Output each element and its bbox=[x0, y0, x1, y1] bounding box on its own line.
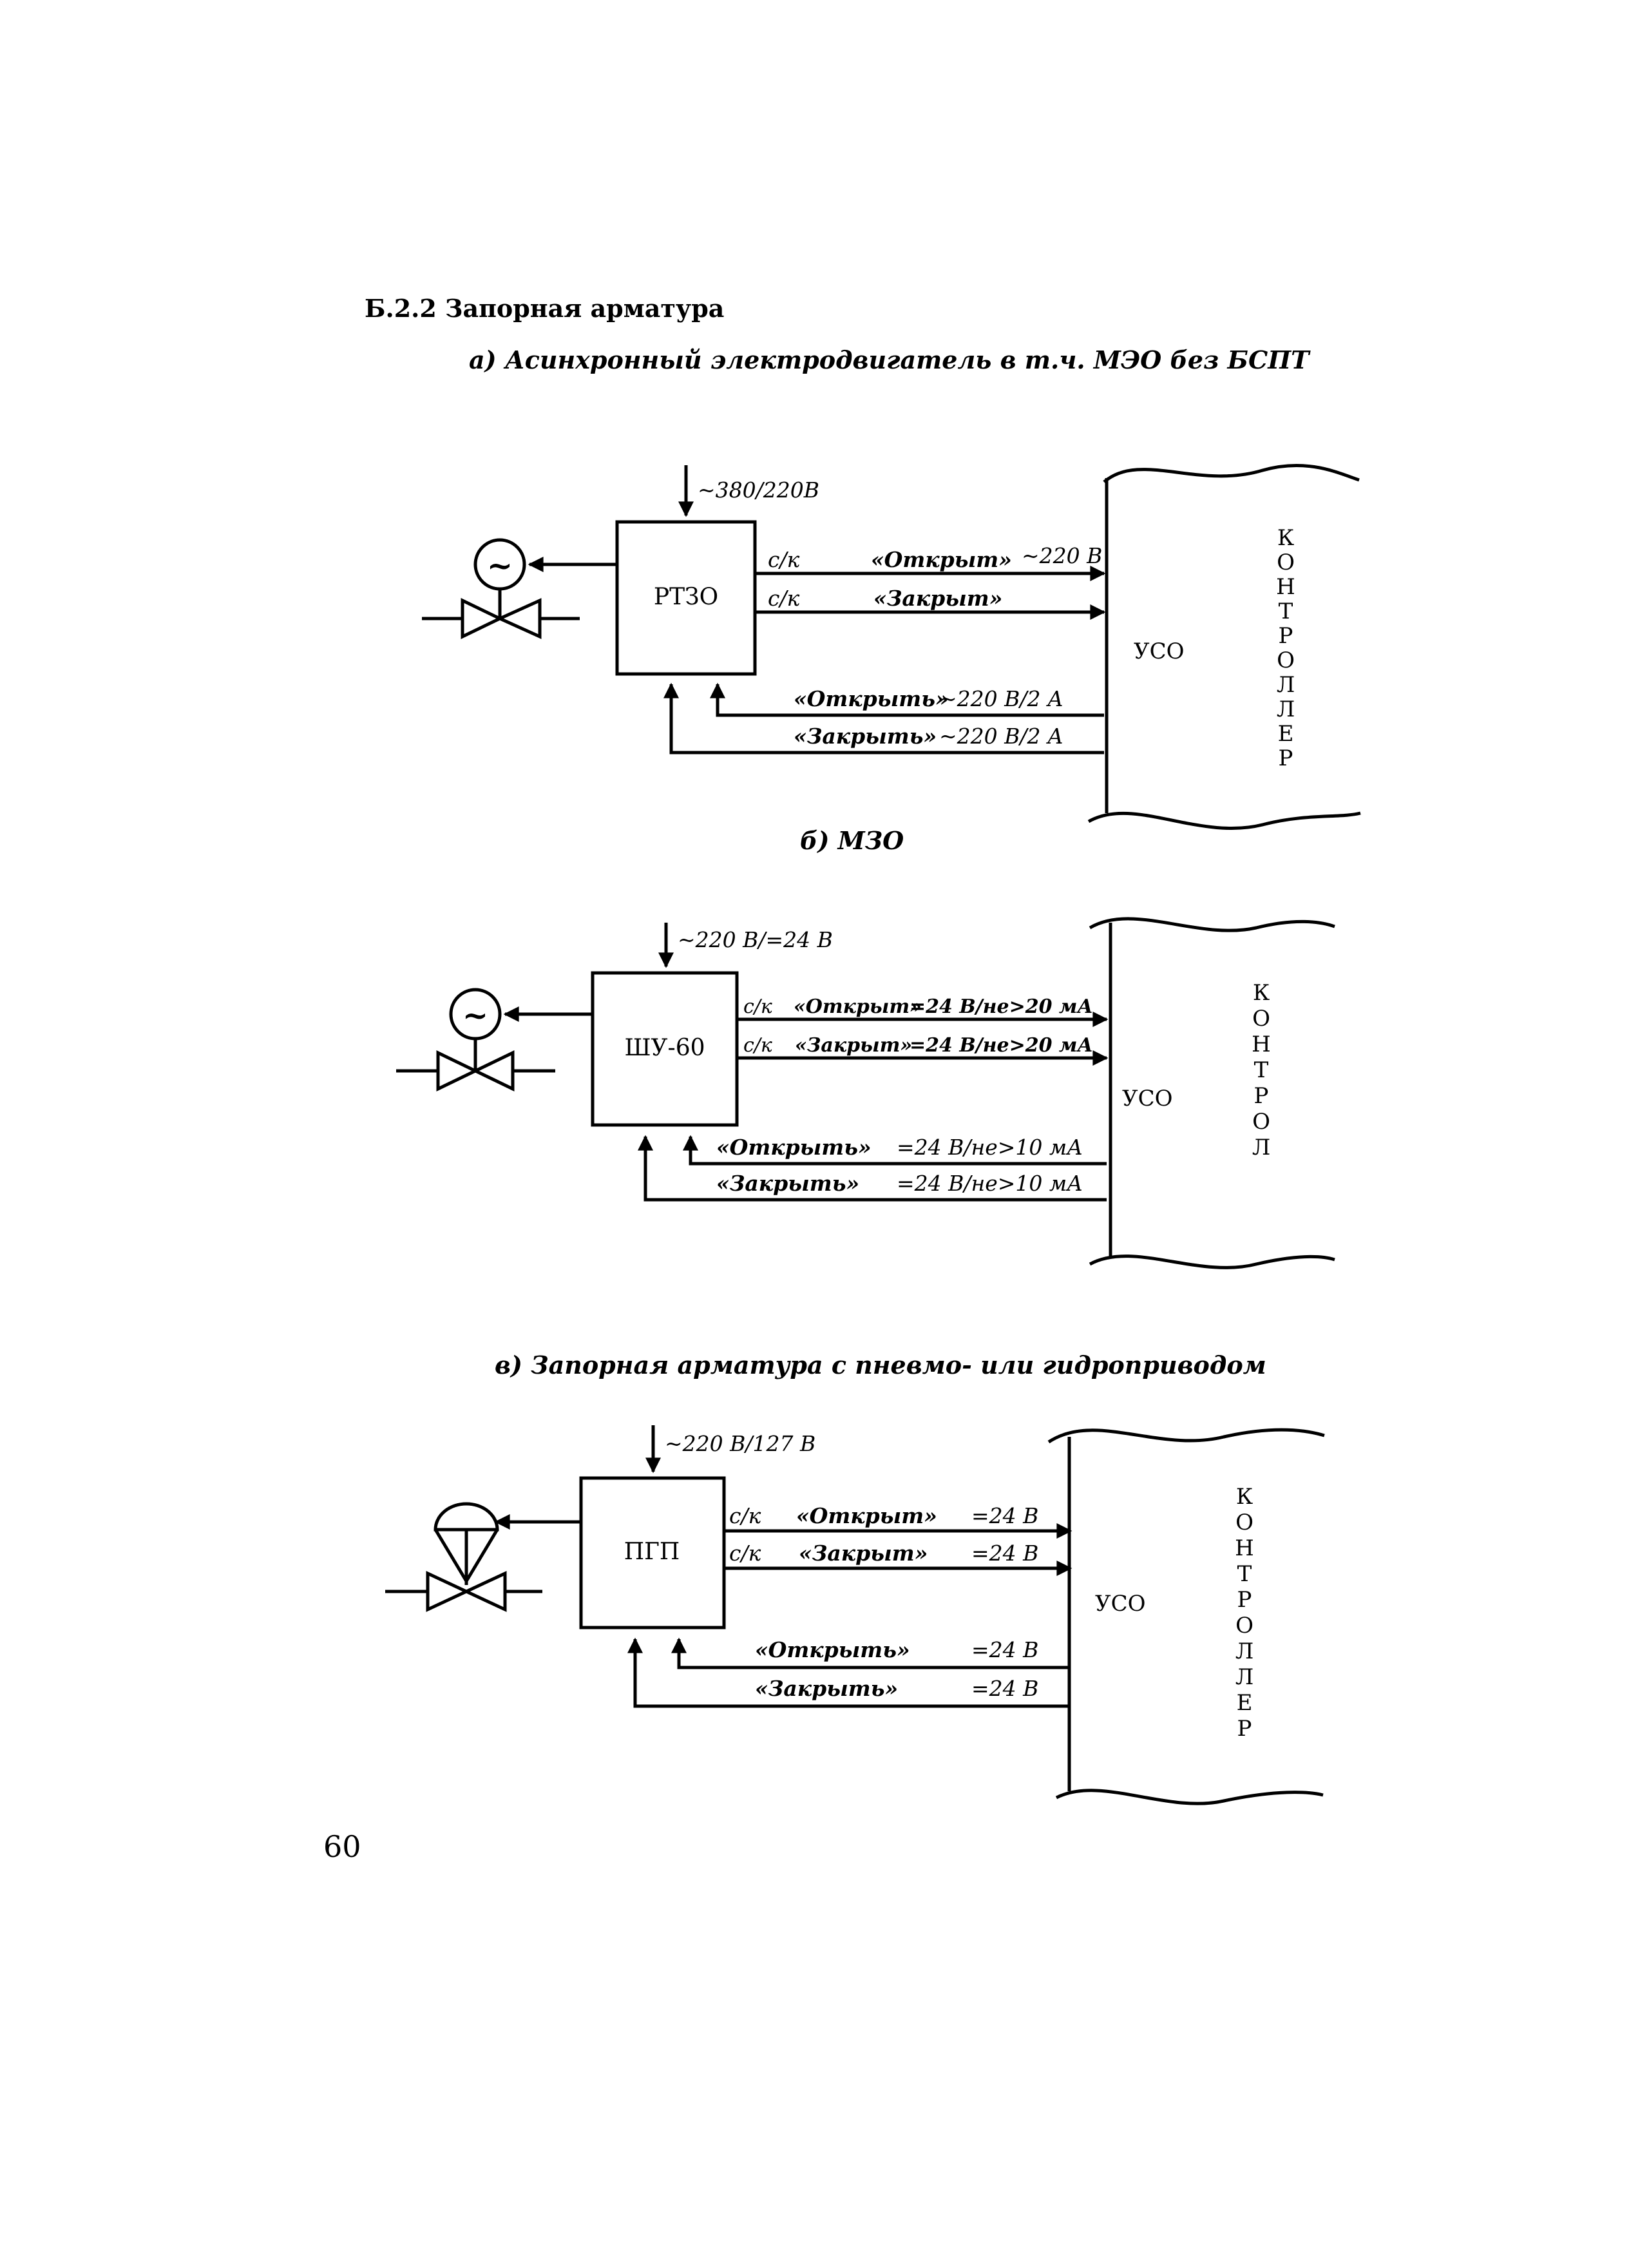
diagram-a: а) Асинхронный электродвигатель в т.ч. М… bbox=[422, 345, 1361, 831]
motor-valve-icon: ~ bbox=[396, 988, 555, 1091]
out-close-type: с/к bbox=[729, 1541, 761, 1566]
in-close-signal: «Закрыть» bbox=[755, 1676, 898, 1701]
in-line-close bbox=[663, 682, 1104, 754]
in-close-signal: «Закрыть» bbox=[794, 724, 937, 749]
controller-letter: Т bbox=[1279, 599, 1293, 624]
controller-letter: Р bbox=[1237, 1587, 1252, 1613]
in-open-value: =24 В/не>10 мА bbox=[897, 1135, 1083, 1160]
controller-letter: Л bbox=[1277, 697, 1295, 722]
in-line-open bbox=[671, 1637, 1071, 1669]
controller-letter: Р bbox=[1254, 1083, 1269, 1109]
controller-letter: Н bbox=[1252, 1032, 1271, 1057]
supply-label: ~220 В/=24 В bbox=[678, 927, 833, 952]
in-open-signal: «Открыть» bbox=[794, 686, 949, 711]
controller-letter: К bbox=[1253, 980, 1270, 1006]
out-open-signal: «Открыт» bbox=[796, 1503, 937, 1528]
controller-letter: О bbox=[1252, 1006, 1270, 1032]
rtzo-block bbox=[615, 520, 757, 676]
controller-label: К О Н Т Р О Л bbox=[1252, 980, 1271, 1160]
controller-letter: Р bbox=[1279, 745, 1293, 771]
controller-letter: Р bbox=[1237, 1716, 1252, 1742]
out-open-value: =24 В/не>20 мА bbox=[910, 995, 1093, 1018]
in-line-open bbox=[710, 682, 1104, 717]
in-line-close bbox=[638, 1135, 1107, 1202]
diagram-b-title: б) МЗО bbox=[800, 826, 904, 855]
controller-letter: Т bbox=[1237, 1561, 1252, 1587]
controller-letter: Е bbox=[1278, 721, 1294, 747]
uso-label: УСО bbox=[1122, 1086, 1172, 1111]
pneumatic-valve-icon bbox=[385, 1502, 542, 1612]
out-close-type: с/к bbox=[743, 1034, 772, 1057]
supply-label: ~380/220В bbox=[698, 477, 819, 503]
controller-letter: Л bbox=[1277, 672, 1295, 698]
controller-letter: Н bbox=[1235, 1535, 1254, 1561]
out-open-type: с/к bbox=[768, 547, 800, 572]
controller-letter: О bbox=[1235, 1613, 1253, 1639]
in-line-open bbox=[683, 1135, 1107, 1166]
uso-label: УСО bbox=[1095, 1591, 1145, 1617]
out-open-signal: «Открыт» bbox=[871, 547, 1012, 572]
block-label: ШУ-60 bbox=[624, 1035, 705, 1061]
block-label: РТЗО bbox=[654, 584, 718, 610]
out-open-value: =24 В bbox=[971, 1503, 1038, 1528]
controller-letter: Р bbox=[1279, 623, 1293, 649]
out-open-value: ~220 В bbox=[1022, 543, 1102, 568]
pgp-block bbox=[579, 1476, 726, 1629]
uso-label: УСО bbox=[1134, 639, 1184, 664]
shu60-block bbox=[591, 971, 739, 1127]
controller-letter: О bbox=[1277, 550, 1295, 575]
in-open-value: ~220 В/2 А bbox=[939, 686, 1063, 711]
controller-letter: Н bbox=[1276, 574, 1295, 600]
controller-letter: О bbox=[1277, 648, 1295, 673]
out-close-signal: «Закрыт» bbox=[799, 1541, 928, 1566]
out-open-signal: «Открыт» bbox=[794, 995, 922, 1018]
in-open-signal: «Открыть» bbox=[716, 1135, 872, 1160]
controller-letter: О bbox=[1235, 1510, 1253, 1535]
out-close-value: =24 В/не>20 мА bbox=[910, 1034, 1093, 1057]
controller-letter: К bbox=[1236, 1484, 1253, 1510]
in-close-signal: «Закрыть» bbox=[716, 1171, 859, 1196]
controller-region bbox=[1047, 1428, 1325, 1805]
svg-text:~: ~ bbox=[462, 997, 488, 1033]
in-close-value: =24 В/не>10 мА bbox=[897, 1171, 1083, 1196]
in-close-value: ~220 В/2 А bbox=[939, 724, 1063, 749]
in-line-close bbox=[627, 1637, 1071, 1708]
in-close-value: =24 В bbox=[971, 1676, 1038, 1701]
controller-label: К О Н Т Р О Л Л Е Р bbox=[1235, 1484, 1254, 1742]
page-number: 60 bbox=[323, 1829, 361, 1864]
supply-label: ~220 В/127 В bbox=[665, 1431, 815, 1456]
in-open-signal: «Открыть» bbox=[755, 1637, 910, 1662]
block-label: ПГП bbox=[624, 1539, 680, 1565]
controller-letter: Е bbox=[1237, 1690, 1253, 1716]
controller-letter: О bbox=[1252, 1109, 1270, 1135]
controller-letter: Л bbox=[1235, 1664, 1253, 1690]
controller-label: К О Н Т Р О Л Л Е Р bbox=[1276, 525, 1295, 771]
diagram-c-title: в) Запорная арматура с пневмо- или гидро… bbox=[495, 1350, 1266, 1379]
diagram-c: в) Запорная арматура с пневмо- или гидро… bbox=[385, 1350, 1325, 1805]
out-close-signal: «Закрыт» bbox=[873, 586, 1002, 611]
out-open-type: с/к bbox=[743, 995, 772, 1018]
controller-letter: К bbox=[1277, 525, 1294, 551]
controller-letter: Л bbox=[1252, 1135, 1270, 1160]
out-close-value: =24 В bbox=[971, 1541, 1038, 1566]
out-close-signal: «Закрыт» bbox=[795, 1034, 912, 1057]
diagram-b: б) МЗО ~220 В/=24 В ШУ-60 ~ с/к «Открыт»… bbox=[396, 826, 1335, 1269]
out-open-type: с/к bbox=[729, 1503, 761, 1528]
out-close-type: с/к bbox=[768, 586, 800, 611]
svg-text:~: ~ bbox=[487, 548, 513, 584]
motor-valve-icon: ~ bbox=[422, 538, 580, 639]
controller-region bbox=[1087, 464, 1361, 831]
controller-region bbox=[1089, 917, 1335, 1269]
section-heading: Б.2.2 Запорная арматура bbox=[365, 294, 724, 323]
diagram-a-title: а) Асинхронный электродвигатель в т.ч. М… bbox=[469, 345, 1311, 374]
controller-letter: Т bbox=[1254, 1057, 1269, 1083]
in-open-value: =24 В bbox=[971, 1637, 1038, 1662]
controller-letter: Л bbox=[1235, 1639, 1253, 1664]
